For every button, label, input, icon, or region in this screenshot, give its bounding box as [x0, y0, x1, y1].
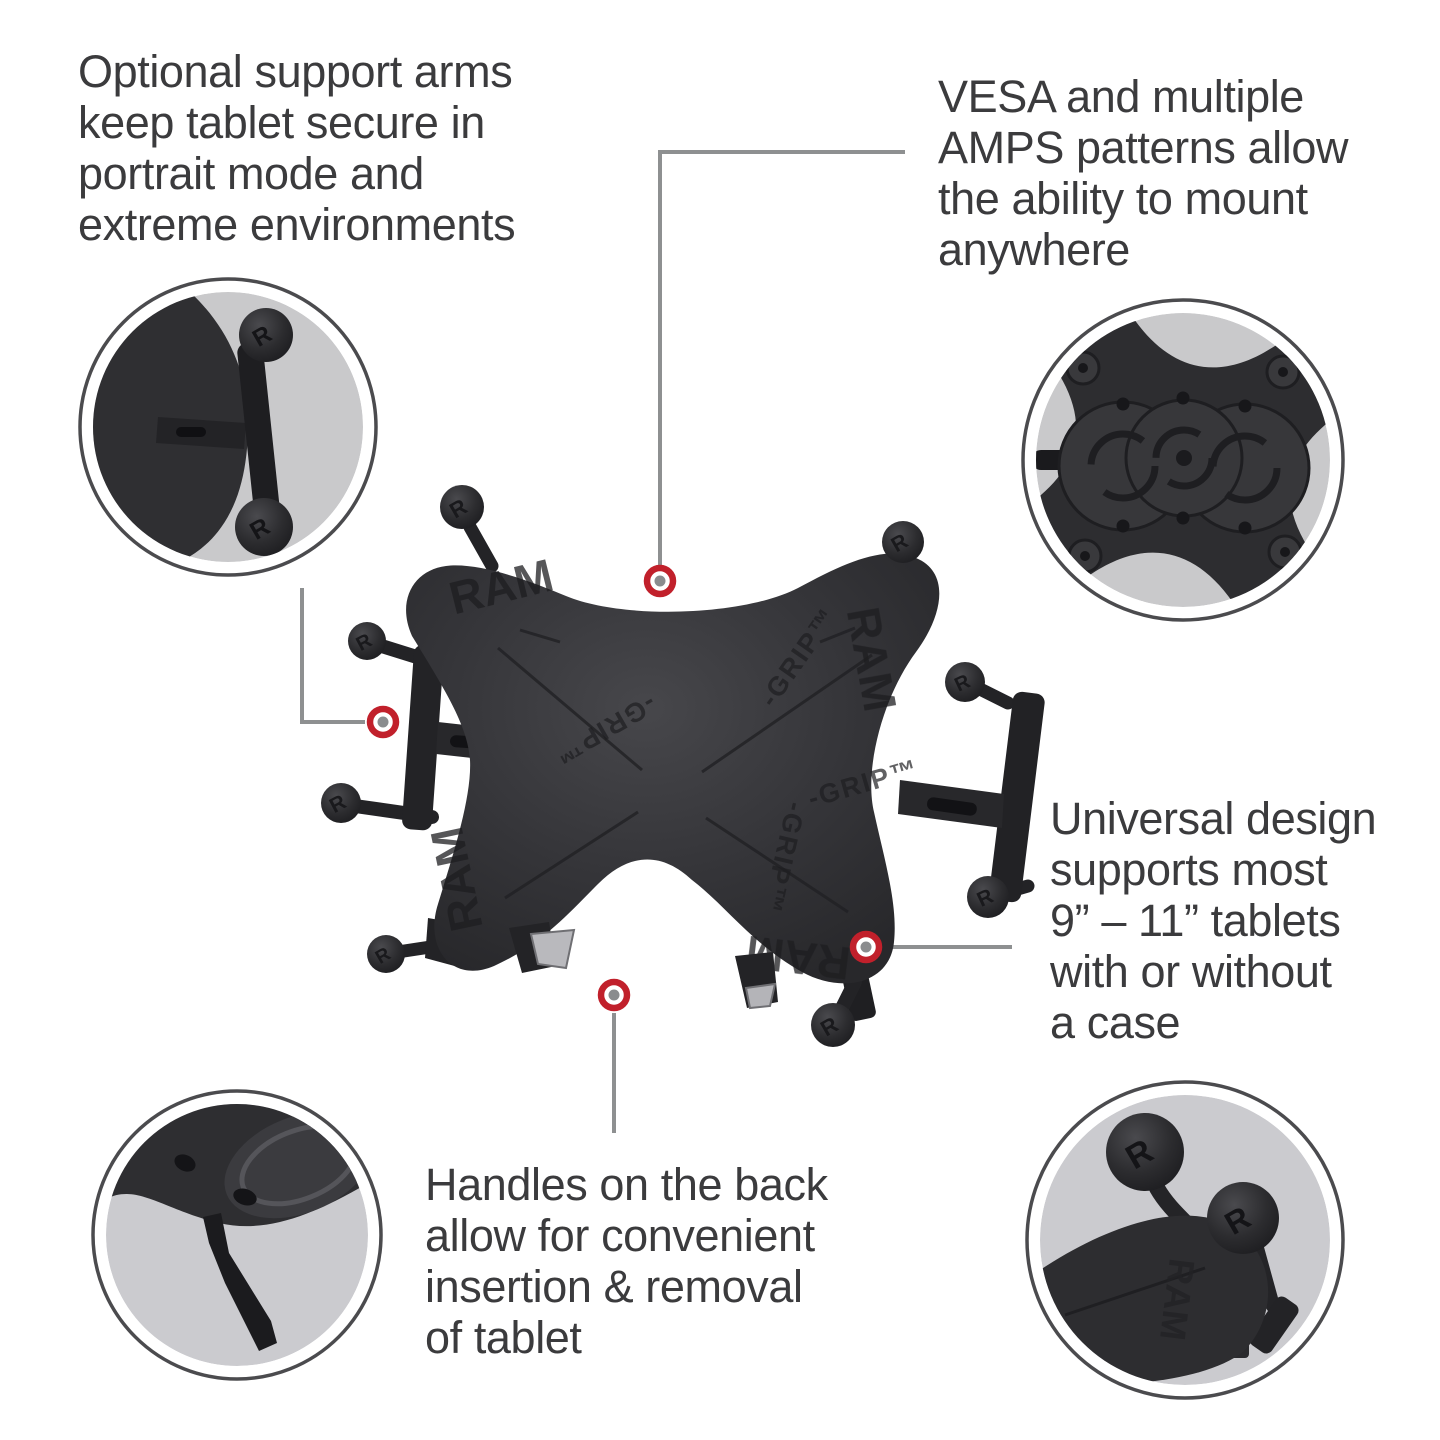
leader-line-vesa [658, 150, 905, 566]
callout-line: 9” – 11” tablets [1050, 895, 1341, 946]
inset-corner-grip-detail: RAM R R [1025, 1080, 1345, 1400]
inset-brand-text: RAM [1152, 1256, 1203, 1342]
callout-line: of tablet [425, 1312, 582, 1363]
grip-ball [811, 1003, 855, 1047]
handle-right [735, 952, 778, 1010]
callout-line: anywhere [938, 224, 1130, 275]
callout-marker-vesa [643, 564, 677, 598]
callout-line: insertion & removal [425, 1261, 803, 1312]
callout-handles: Handles on the back allow for convenient… [425, 1159, 828, 1363]
callout-markers [366, 564, 883, 1012]
callout-vesa: VESA and multiple AMPS patterns allow th… [938, 71, 1348, 275]
grip-ball [882, 521, 924, 563]
x-grip-holder: R R R R [321, 485, 1045, 1047]
callout-line: keep tablet secure in [78, 97, 485, 148]
callout-universal: Universal design supports most 9” – 11” … [1050, 793, 1377, 1048]
inset-support-arm-detail: R R [78, 277, 378, 577]
callout-line: Optional support arms [78, 46, 513, 97]
callout-line: Universal design [1050, 793, 1377, 844]
grip-ball [440, 485, 484, 529]
leader-line-support-arms [300, 588, 365, 724]
callout-line: extreme environments [78, 199, 516, 250]
inset-vesa-pattern-detail [1021, 298, 1345, 622]
grip-ball [967, 876, 1009, 918]
callout-marker-universal [849, 930, 883, 964]
callout-support-arms: Optional support arms keep tablet secure… [78, 46, 516, 250]
grip-ball [367, 935, 405, 973]
callout-marker-handles [597, 978, 631, 1012]
callout-line: Handles on the back [425, 1159, 828, 1210]
callout-line: supports most [1050, 844, 1328, 895]
callout-line: allow for convenient [425, 1210, 815, 1261]
inset-handle-detail [91, 1089, 383, 1381]
callout-line: a case [1050, 997, 1181, 1048]
callout-line: the ability to mount [938, 173, 1308, 224]
callout-marker-support-arms [366, 705, 400, 739]
support-arm-right: R R [898, 662, 1045, 918]
callout-line: AMPS patterns allow [938, 122, 1349, 173]
grip-ball [348, 622, 386, 660]
grip-ball [321, 783, 361, 823]
callout-line: VESA and multiple [938, 71, 1304, 122]
support-arm-left: R R [321, 622, 492, 831]
handle-left [509, 922, 576, 973]
callout-line: portrait mode and [78, 148, 424, 199]
callout-line: with or without [1050, 946, 1332, 997]
grip-balls: R R R R [367, 485, 924, 1047]
grip-ball [945, 662, 985, 702]
